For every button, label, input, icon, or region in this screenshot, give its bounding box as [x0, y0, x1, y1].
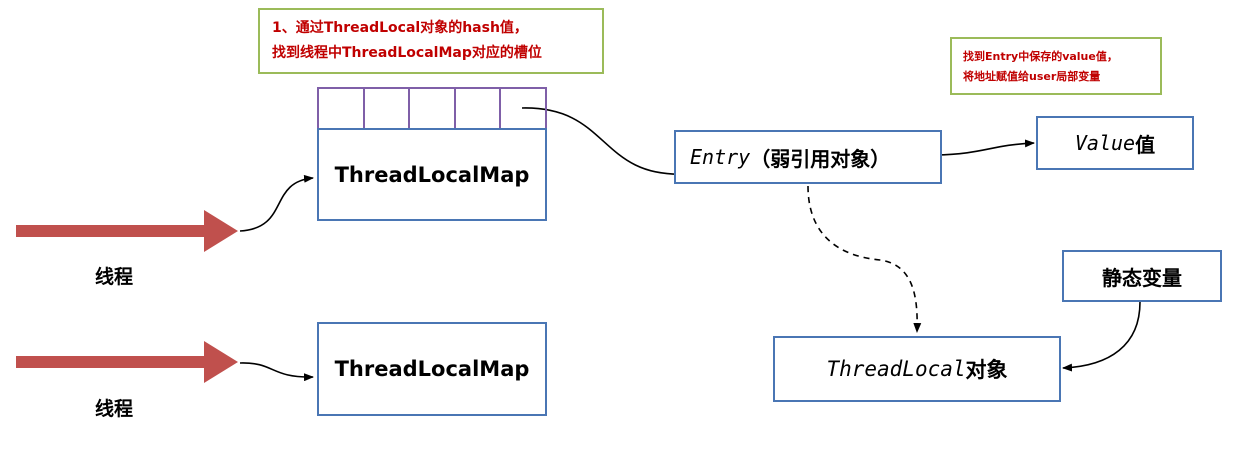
thread-1-label: 线程	[95, 266, 134, 288]
thread-local-map-1: ThreadLocalMap	[317, 128, 547, 221]
map-slots	[317, 87, 547, 130]
connector-slot-entry	[521, 107, 687, 179]
map-slot	[319, 89, 365, 130]
connector-entry-value	[934, 139, 1035, 156]
map-slot	[456, 89, 502, 130]
connector-entry-threadlocal	[807, 185, 922, 333]
static-variable-box: 静态变量	[1062, 250, 1222, 302]
value-name: Value	[1074, 131, 1136, 155]
entry-name: Entry	[690, 145, 751, 169]
static-variable-label: 静态变量	[1102, 265, 1182, 290]
thread-local-suffix: 对象	[965, 358, 1008, 382]
entry-value-note-line1: 找到Entry中保存的value值，	[963, 50, 1118, 63]
entry-box: Entry （弱引用对象）	[674, 130, 942, 184]
thread1-arrow	[16, 210, 238, 252]
entry-value-note: 找到Entry中保存的value值， 将地址赋值给user局部变量	[950, 37, 1162, 95]
value-suffix: 值	[1135, 132, 1156, 157]
map-slot	[501, 89, 545, 130]
hash-note: 1、通过ThreadLocal对象的hash值， 找到线程中ThreadLoca…	[258, 8, 604, 74]
connector-thread1-map1	[239, 174, 314, 232]
map-slot	[410, 89, 456, 130]
hash-note-line1: 1、通过ThreadLocal对象的hash值，	[272, 20, 528, 36]
thread-local-map-1-label: ThreadLocalMap	[334, 162, 530, 187]
hash-note-line2: 找到线程中ThreadLocalMap对应的槽位	[272, 45, 542, 61]
map-slot	[365, 89, 411, 130]
thread-local-name: ThreadLocal	[826, 357, 966, 381]
entry-suffix: （弱引用对象）	[750, 146, 891, 171]
thread-local-map-2-label: ThreadLocalMap	[334, 357, 530, 381]
connector-thread2-map2	[239, 362, 314, 382]
thread2-arrow	[16, 341, 238, 383]
thread-local-object-box: ThreadLocal 对象	[773, 336, 1061, 402]
thread-2-label: 线程	[95, 398, 134, 420]
thread-local-map-2: ThreadLocalMap	[317, 322, 547, 416]
entry-value-note-line2: 将地址赋值给user局部变量	[963, 70, 1101, 83]
value-box: Value 值	[1036, 116, 1194, 170]
connector-static-threadlocal	[1062, 301, 1141, 372]
